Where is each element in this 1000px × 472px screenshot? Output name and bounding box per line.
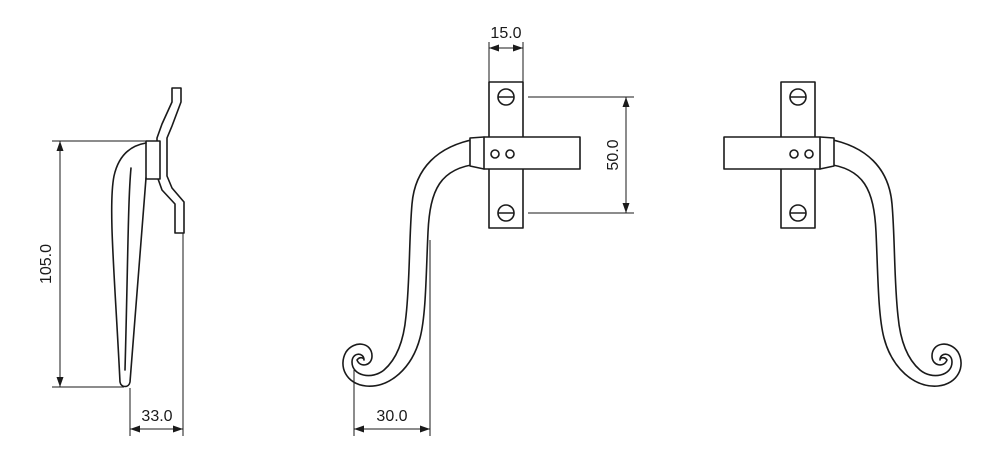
dimension-depth-label: 33.0 — [141, 408, 172, 425]
mirrored-screw-top — [789, 88, 807, 106]
dimension-height: 105.0 — [38, 140, 146, 388]
dimension-plate-width-label: 15.0 — [490, 25, 521, 42]
front-view-handle-arm — [342, 138, 479, 387]
front-view-hub — [469, 136, 581, 170]
screw-bottom — [497, 204, 515, 222]
dimension-scroll-width: 30.0 — [353, 240, 431, 436]
dimension-height-label: 105.0 — [38, 244, 55, 284]
mirrored-rivet — [789, 149, 799, 159]
dimension-plate-width: 15.0 — [488, 25, 524, 82]
screw-top — [497, 88, 515, 106]
side-view-handle-arm — [110, 142, 147, 388]
side-view — [110, 87, 185, 388]
mirrored-front-view — [723, 81, 962, 387]
side-view-handle-ridge — [124, 167, 132, 371]
dimension-depth: 33.0 — [129, 233, 184, 436]
mirrored-handle-arm — [825, 138, 962, 387]
front-view — [342, 81, 581, 387]
mirrored-screw-bottom — [789, 204, 807, 222]
dimension-scroll-width-label: 30.0 — [376, 408, 407, 425]
front-view-rivet — [505, 149, 515, 159]
side-view-backplate — [156, 87, 185, 234]
mirrored-spindle-hole — [804, 149, 814, 159]
side-view-collar — [145, 140, 161, 180]
front-view-spindle-hole — [490, 149, 500, 159]
mirrored-hub — [723, 136, 835, 170]
dimension-screw-centres: 50.0 — [528, 96, 634, 214]
dimension-screw-centres-label: 50.0 — [605, 139, 622, 170]
